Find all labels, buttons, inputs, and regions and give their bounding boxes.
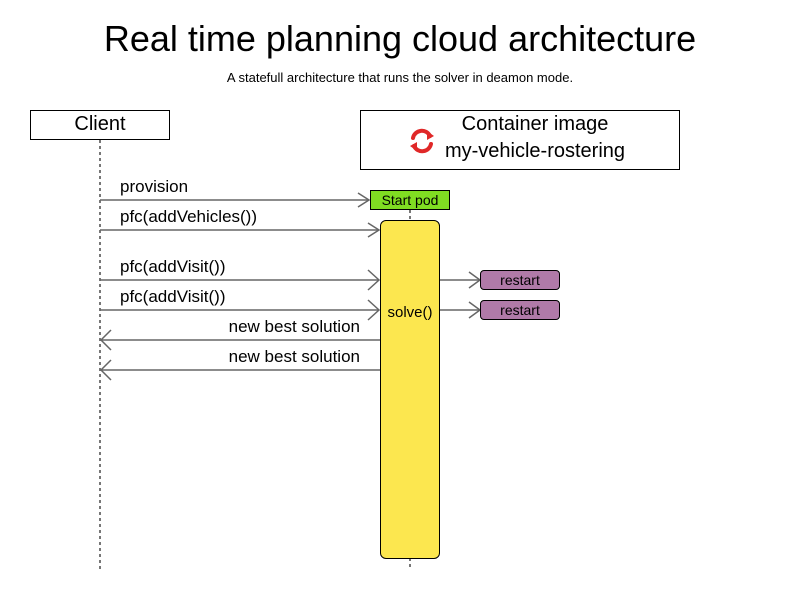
- diagram-title: Real time planning cloud architecture: [103, 18, 697, 59]
- message-label-best-solution: new best solution: [228, 347, 360, 366]
- diagram-subtitle: A statefull architecture that runs the s…: [226, 70, 574, 85]
- solve-label: solve(): [387, 304, 433, 321]
- container-label-line2: my-vehicle-rostering: [444, 140, 626, 162]
- restart-arrow-2: [440, 301, 482, 319]
- container-label-line1: Container image: [461, 113, 609, 135]
- message-arrow-best-solution-2: [99, 359, 380, 381]
- message-label-add-visit: pfc(addVisit()): [120, 287, 226, 306]
- message-label-provision: provision: [120, 177, 189, 196]
- message-arrow-add-visit-1: [100, 269, 381, 291]
- message-arrow-provision: [100, 192, 371, 208]
- container-participant: Container image my-vehicle-rostering: [360, 110, 680, 170]
- restart-arrow-1: [440, 271, 482, 289]
- message-arrow-add-visit-2: [100, 299, 381, 321]
- openshift-refresh-icon: [410, 128, 434, 154]
- start-pod-label: Start pod: [370, 190, 450, 210]
- message-label-add-vehicles: pfc(addVehicles()): [120, 207, 258, 226]
- message-arrow-best-solution-1: [99, 329, 380, 351]
- message-label-best-solution: new best solution: [228, 317, 360, 336]
- message-label-add-visit: pfc(addVisit()): [120, 257, 226, 276]
- message-arrow-add-vehicles: [100, 222, 381, 238]
- solver-activation-bar: [380, 220, 440, 559]
- client-participant: Client: [30, 110, 170, 140]
- restart-box: restart: [480, 300, 560, 320]
- restart-box: restart: [480, 270, 560, 290]
